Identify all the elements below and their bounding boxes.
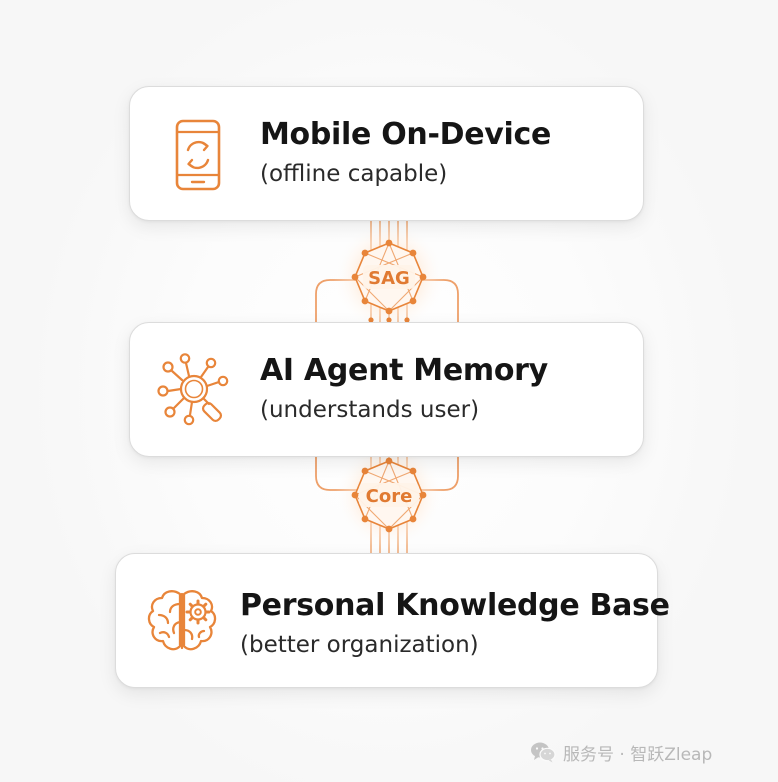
card-title: AI Agent Memory <box>260 353 548 388</box>
card-subtitle: (understands user) <box>260 397 480 423</box>
card-mobile-on-device: Mobile On-Device (offline capable) <box>129 86 644 221</box>
core-connector: Core <box>315 441 459 556</box>
smartphone-sync-icon <box>175 119 221 191</box>
watermark-text: 服务号 · 智跃Zleap <box>563 744 713 765</box>
card-title: Mobile On-Device <box>260 117 552 152</box>
card-title: Personal Knowledge Base <box>240 588 670 623</box>
brain-gear-icon <box>147 590 217 651</box>
card-ai-agent-memory: AI Agent Memory (understands user) <box>129 322 644 457</box>
wechat-logo-icon <box>531 742 556 763</box>
network-search-icon <box>157 353 229 426</box>
card-subtitle: (better organization) <box>240 632 479 658</box>
watermark: 服务号 · 智跃Zleap <box>530 738 712 766</box>
gear-icon <box>185 599 211 625</box>
core-node-label: Core <box>366 486 413 507</box>
card-personal-knowledge-base: Personal Knowledge Base (better organiza… <box>115 553 670 688</box>
card-subtitle: (offline capable) <box>260 161 448 187</box>
sag-node-label: SAG <box>368 268 410 289</box>
sag-connector: SAG <box>315 218 459 333</box>
